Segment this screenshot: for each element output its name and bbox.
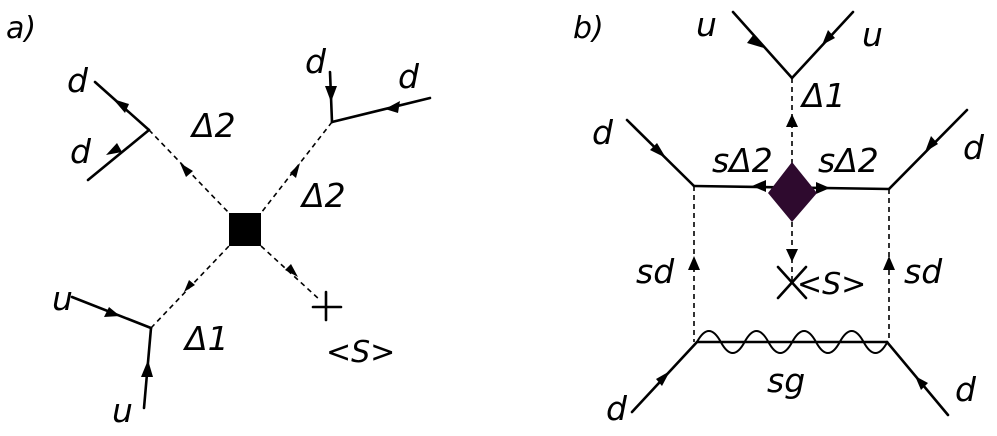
fermion-line-u-top-left [731,10,794,80]
fermion-arrow-icon [106,143,122,155]
label-d-top-left-upper: d [67,61,89,100]
label-d-mid-left: d [592,113,614,152]
label-u-bottom-left-upper: u [52,279,73,318]
label-sd-left: sd [636,252,675,291]
fermion-arrow-icon [104,307,120,317]
panel-a: a) d d d d u u [6,11,432,430]
vertex-square [229,213,261,246]
label-sdelta2-right: sΔ2 [818,141,879,180]
label-delta2-left: Δ2 [189,106,236,145]
scalar-arrow-icon [786,249,798,262]
label-delta1: Δ1 [799,76,846,115]
scalar-arrow-icon [883,256,895,270]
scalar-arrow-icon [688,256,700,270]
label-vev: <S> [326,335,395,370]
vev-cross-line-2 [776,265,808,300]
fermion-arrow-icon [747,34,764,48]
scalar-arrow-icon [184,280,195,292]
scalar-arrow-icon [180,163,193,177]
label-sdelta2-left: sΔ2 [712,141,773,180]
fermion-arrow-icon [656,371,670,386]
panel-b-label: b) [573,11,604,46]
label-sd-right: sd [904,252,943,291]
label-u-top-left: u [696,5,717,44]
label-u-bottom-left-lower: u [112,391,133,430]
label-d-top-right-left: d [305,42,327,81]
scalar-arrow-icon [285,264,298,277]
label-vev: <S> [797,267,866,302]
vertex-diamond [768,162,817,222]
fermion-arrow-icon [650,143,666,158]
gluino-wavy-line [696,330,889,354]
fermion-arrow-icon [113,99,129,113]
fermion-arrow-icon [925,136,938,152]
panel-a-label: a) [6,11,36,46]
fermion-arrow-icon [385,101,400,113]
label-u-top-right: u [862,15,883,54]
label-delta1: Δ1 [182,319,229,358]
label-d-bottom-right: d [955,370,977,409]
fermion-arrow-icon [822,30,835,45]
fermion-arrow-icon [915,376,928,390]
panel-b: b) u u Δ1 sΔ2 sΔ2 d d <S> [573,5,985,428]
label-d-mid-right: d [963,128,985,167]
label-sg: sg [767,361,805,400]
fermion-arrow-icon [816,182,830,194]
fermion-line-d-top-left-lower [86,128,151,182]
scalar-line-vev [260,245,321,301]
label-d-top-left-lower: d [70,132,92,171]
label-d-bottom-left: d [606,389,628,428]
fermion-line-d-top-right-right [330,96,432,124]
fermion-arrow-icon [752,180,766,192]
scalar-arrow-icon [290,163,300,178]
fermion-arrow-icon [141,360,153,377]
fermion-arrow-icon [325,86,337,102]
scalar-arrow-icon [786,114,798,127]
label-delta2-right: Δ2 [299,176,346,215]
label-d-top-right-right: d [398,57,420,96]
fermion-line-u-top-right [790,10,855,80]
